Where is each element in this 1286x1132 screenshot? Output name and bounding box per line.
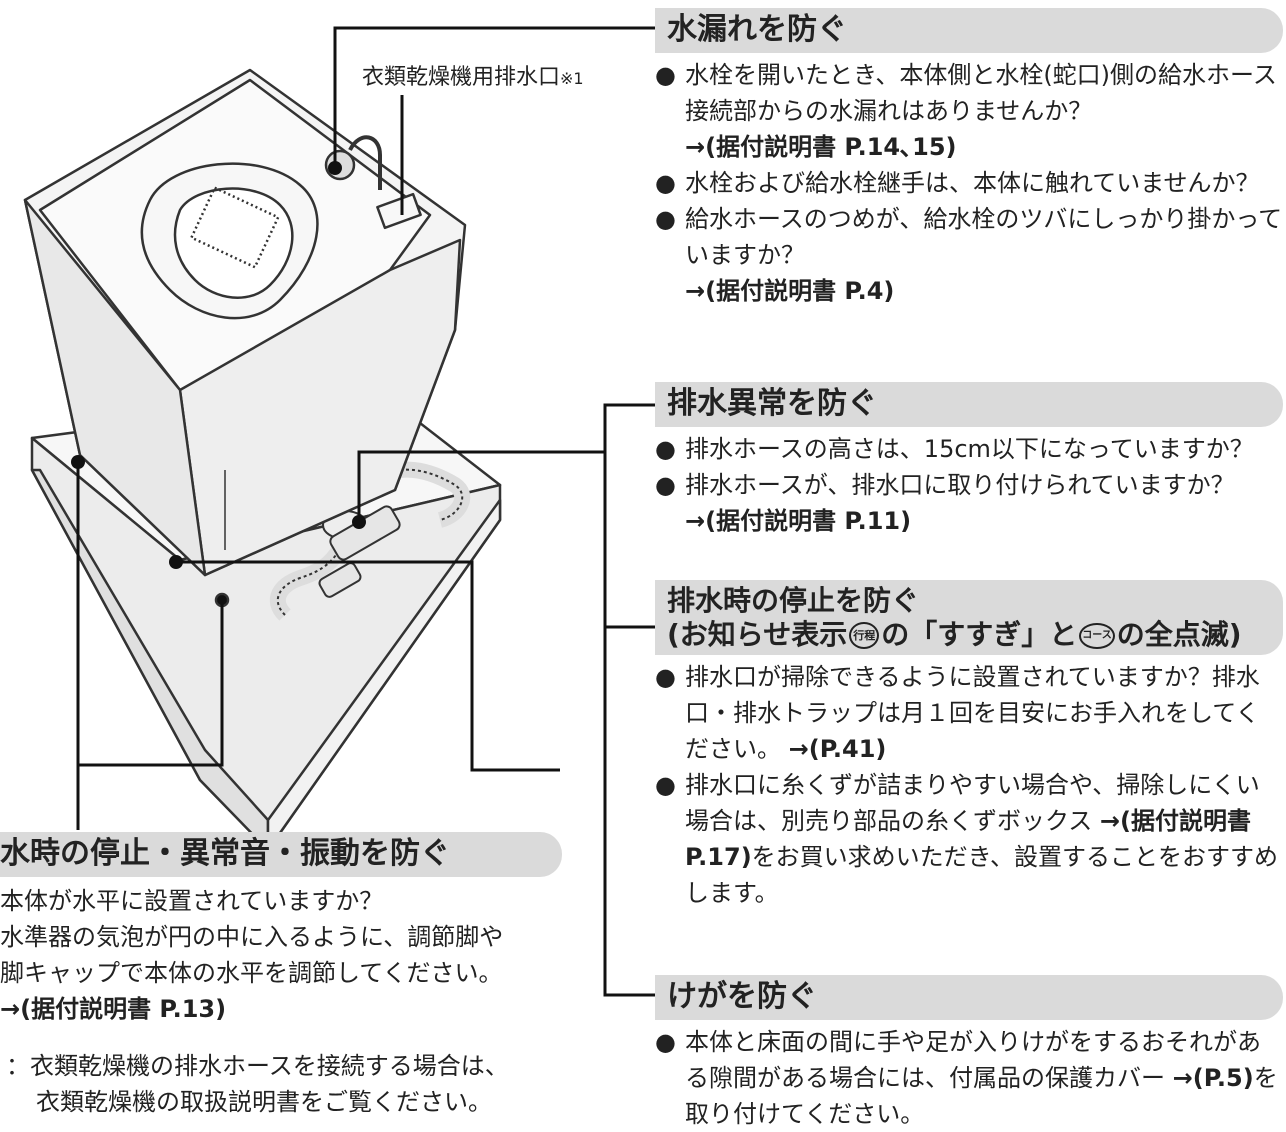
dryer-outlet-text: 衣類乾燥機用排水口: [362, 65, 561, 90]
title-line2-a: (お知らせ表示: [667, 617, 848, 651]
course-indicator-icon: コース: [1079, 622, 1115, 649]
bullet: ●: [655, 60, 676, 89]
section-drain-abnormal: 排水異常を防ぐ ● 排水ホースの高さは、15cm以下になっていますか？ ● 排水…: [655, 382, 1283, 539]
title-line1: 排水時の停止を防ぐ: [667, 584, 920, 617]
section-drain-stop: 排水時の停止を防ぐ (お知らせ表示行程の「すすぎ」とコースの全点滅) ● 排水口…: [655, 580, 1283, 911]
footnote-mark: ※1: [560, 69, 584, 88]
item-text: 排水ホースの高さは、15cm以下になっていますか？: [685, 434, 1254, 463]
item-text-continued: をお買い求めいただき、設置することをおすすめします。: [685, 843, 1278, 908]
footnote: ：衣類乾燥機の排水ホースを接続する場合は、 衣類乾燥機の取扱説明書をご覧ください…: [6, 1048, 509, 1120]
list-item: ● 水栓および給水栓継手は、本体に触れていませんか？: [655, 165, 1283, 201]
section-title: 排水時の停止を防ぐ (お知らせ表示行程の「すすぎ」とコースの全点滅): [655, 580, 1283, 656]
bullet: ●: [655, 1027, 676, 1056]
list-item: ● 排水口が掃除できるように設置されていますか？排水口・排水トラップは月１回を目…: [655, 659, 1283, 767]
reference-link[interactable]: →(P.41): [788, 735, 887, 764]
reference-link[interactable]: →(P.5): [1172, 1063, 1254, 1092]
callout-lines: [76, 26, 655, 997]
list-item: 本体が水平に設置されていますか？: [0, 886, 384, 915]
section-title: 水時の停止・異常音・振動を防ぐ: [0, 832, 562, 877]
callout-dots: [71, 161, 366, 605]
title-line2-c: の全点滅): [1116, 617, 1242, 651]
footnote-line1: ：衣類乾燥機の排水ホースを接続する場合は、: [6, 1052, 509, 1080]
list-item: 脚キャップで本体の水平を調節してください。: [0, 958, 503, 987]
list-item: ● 給水ホースのつめが、給水栓のツバにしっかり掛かっていますか？ →(据付説明書…: [655, 201, 1283, 309]
bullet: ●: [655, 168, 676, 197]
list-item: ● 排水ホースが、排水口に取り付けられていますか？ →(据付説明書 P.11): [655, 467, 1283, 539]
section-items: ● 排水口が掃除できるように設置されていますか？排水口・排水トラップは月１回を目…: [655, 659, 1283, 911]
section-title: 水漏れを防ぐ: [655, 8, 1283, 53]
reference-link[interactable]: →(据付説明書 P.17): [685, 807, 1251, 872]
section-items: ● 水栓を開いたとき、本体側と水栓(蛇口)側の給水ホース接続部からの水漏れはあり…: [655, 57, 1283, 309]
list-item: ● 水栓を開いたとき、本体側と水栓(蛇口)側の給水ホース接続部からの水漏れはあり…: [655, 57, 1283, 165]
item-text: 本体と床面の間に手や足が入りけがをするおそれがある隙間がある場合には、付属品の保…: [685, 1027, 1261, 1092]
title-line2-b: の「すすぎ」と: [881, 617, 1078, 651]
reference-link[interactable]: →(据付説明書 P.13): [0, 994, 227, 1023]
reference-link[interactable]: →(据付説明書 P.14､15): [685, 132, 957, 161]
item-text: 排水口に糸くずが詰まりやすい場合や、掃除しにくい場合は、別売り部品の糸くずボック…: [685, 771, 1260, 836]
dryer-outlet-label: 衣類乾燥機用排水口※1: [362, 60, 584, 97]
section-injury: けがを防ぐ ● 本体と床面の間に手や足が入りけがをするおそれがある隙間がある場合…: [655, 975, 1283, 1132]
machine-body: [23, 68, 467, 608]
list-item: ● 排水口に糸くずが詰まりやすい場合や、掃除しにくい場合は、別売り部品の糸くずボ…: [655, 767, 1283, 911]
reference-link[interactable]: →(据付説明書 P.11): [685, 506, 912, 535]
item-text: 水栓および給水栓継手は、本体に触れていませんか？: [685, 168, 1260, 197]
item-text: 排水ホースが、排水口に取り付けられていますか？: [685, 470, 1235, 499]
item-text-continued: を取り付けてください。: [685, 1063, 1278, 1128]
section-vibration: 水時の停止・異常音・振動を防ぐ 本体が水平に設置されていますか？ 水準器の気泡が…: [0, 832, 562, 1027]
item-text: 水栓を開いたとき、本体側と水栓(蛇口)側の給水ホース接続部からの水漏れはありませ…: [685, 60, 1277, 125]
bullet: ●: [655, 434, 676, 463]
reference-link[interactable]: →(据付説明書 P.4): [685, 276, 895, 305]
item-text: 給水ホースのつめが、給水栓のツバにしっかり掛かっていますか？: [685, 204, 1283, 269]
section-items: ● 排水ホースの高さは、15cm以下になっていますか？ ● 排水ホースが、排水口…: [655, 431, 1283, 539]
section-title: けがを防ぐ: [655, 975, 1283, 1020]
bullet: ●: [655, 771, 676, 800]
item-text: 排水口が掃除できるように設置されていますか？排水口・排水トラップは月１回を目安に…: [685, 663, 1260, 764]
list-item: ● 排水ホースの高さは、15cm以下になっていますか？: [655, 431, 1283, 467]
section-water-leak: 水漏れを防ぐ ● 水栓を開いたとき、本体側と水栓(蛇口)側の給水ホース接続部から…: [655, 8, 1283, 309]
gyotei-indicator-icon: 行程: [849, 622, 880, 650]
section-items: ● 本体と床面の間に手や足が入りけがをするおそれがある隙間がある場合には、付属品…: [655, 1024, 1283, 1132]
bullet: ●: [655, 470, 676, 499]
footnote-line2: 衣類乾燥機の取扱説明書をご覧ください。: [36, 1088, 492, 1116]
section-title: 排水異常を防ぐ: [655, 382, 1283, 427]
section-items: 本体が水平に設置されていますか？ 水準器の気泡が円の中に入るように、調節脚や 脚…: [0, 883, 562, 1027]
bullet: ●: [655, 204, 676, 233]
bullet: ●: [655, 663, 676, 692]
list-item: ● 本体と床面の間に手や足が入りけがをするおそれがある隙間がある場合には、付属品…: [655, 1024, 1283, 1132]
list-item: 水準器の気泡が円の中に入るように、調節脚や: [0, 922, 504, 951]
